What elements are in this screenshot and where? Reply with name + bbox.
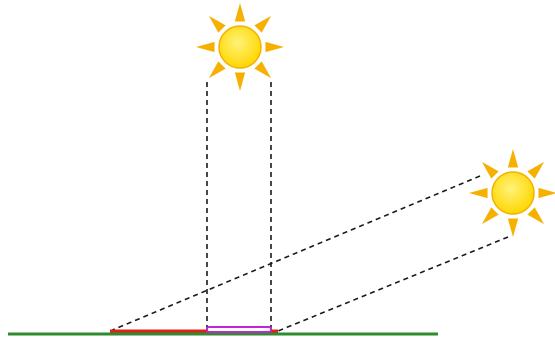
- sun-ray: [482, 162, 499, 179]
- sun-ray: [482, 207, 499, 224]
- sun-ray: [235, 3, 245, 22]
- low-sun: [469, 149, 555, 237]
- sun-ray: [254, 16, 271, 33]
- sun-ray: [527, 207, 544, 224]
- high-sun-rays: [207, 82, 271, 331]
- sun-ray: [254, 61, 271, 78]
- sun-ray: [469, 188, 488, 198]
- low-sun-upper-ray: [110, 176, 480, 331]
- sun-disc: [492, 172, 534, 214]
- sun-ray: [508, 218, 518, 237]
- sun-ray: [235, 72, 245, 91]
- sun-icon: [469, 149, 555, 237]
- sun-ray: [209, 61, 226, 78]
- sun-disc: [219, 26, 261, 68]
- high-sun: [196, 3, 284, 91]
- low-sun-lower-ray: [278, 237, 508, 331]
- sun-ray: [527, 162, 544, 179]
- low-sun-rays: [110, 176, 508, 331]
- sun-ray: [209, 16, 226, 33]
- narrow-footprint: [207, 327, 271, 332]
- sun-icon: [196, 3, 284, 91]
- sun-ray: [265, 42, 284, 52]
- sun-ray: [538, 188, 555, 198]
- sun-ray: [196, 42, 215, 52]
- sun-ray: [508, 149, 518, 168]
